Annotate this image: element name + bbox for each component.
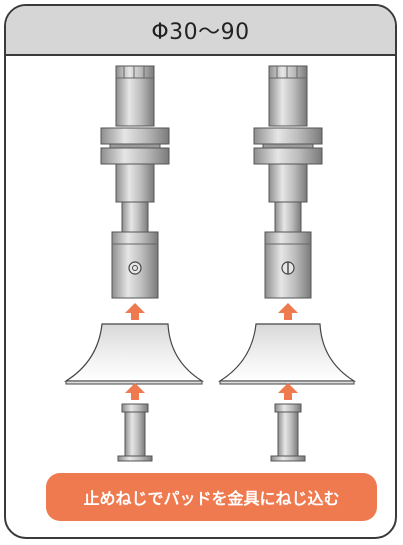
- instruction-banner: 止めねじでパッドを金具にねじ込む: [46, 473, 377, 521]
- header-title: Φ30〜90: [151, 20, 250, 45]
- header-bar: Φ30〜90: [6, 6, 395, 56]
- left-holder: [100, 65, 170, 299]
- left-arrow-bottom-icon: [125, 383, 145, 400]
- instruction-text: 止めねじでパッドを金具にねじ込む: [83, 489, 340, 508]
- hex-socket-screw-icon: [128, 261, 142, 275]
- assembly-illustration: [63, 65, 357, 462]
- right-arrow-bottom-icon: [278, 383, 298, 400]
- right-assembly: [217, 65, 357, 462]
- right-suction-pad: [217, 323, 357, 385]
- right-arrow-top-icon: [278, 303, 298, 320]
- left-fitting: [117, 403, 153, 462]
- right-holder: [253, 65, 323, 299]
- slotted-screw-icon: [281, 261, 295, 275]
- left-assembly: [63, 65, 205, 462]
- right-fitting: [270, 403, 306, 462]
- left-suction-pad: [63, 323, 205, 385]
- diagram-frame: Φ30〜90: [4, 4, 397, 539]
- left-arrow-top-icon: [125, 303, 145, 320]
